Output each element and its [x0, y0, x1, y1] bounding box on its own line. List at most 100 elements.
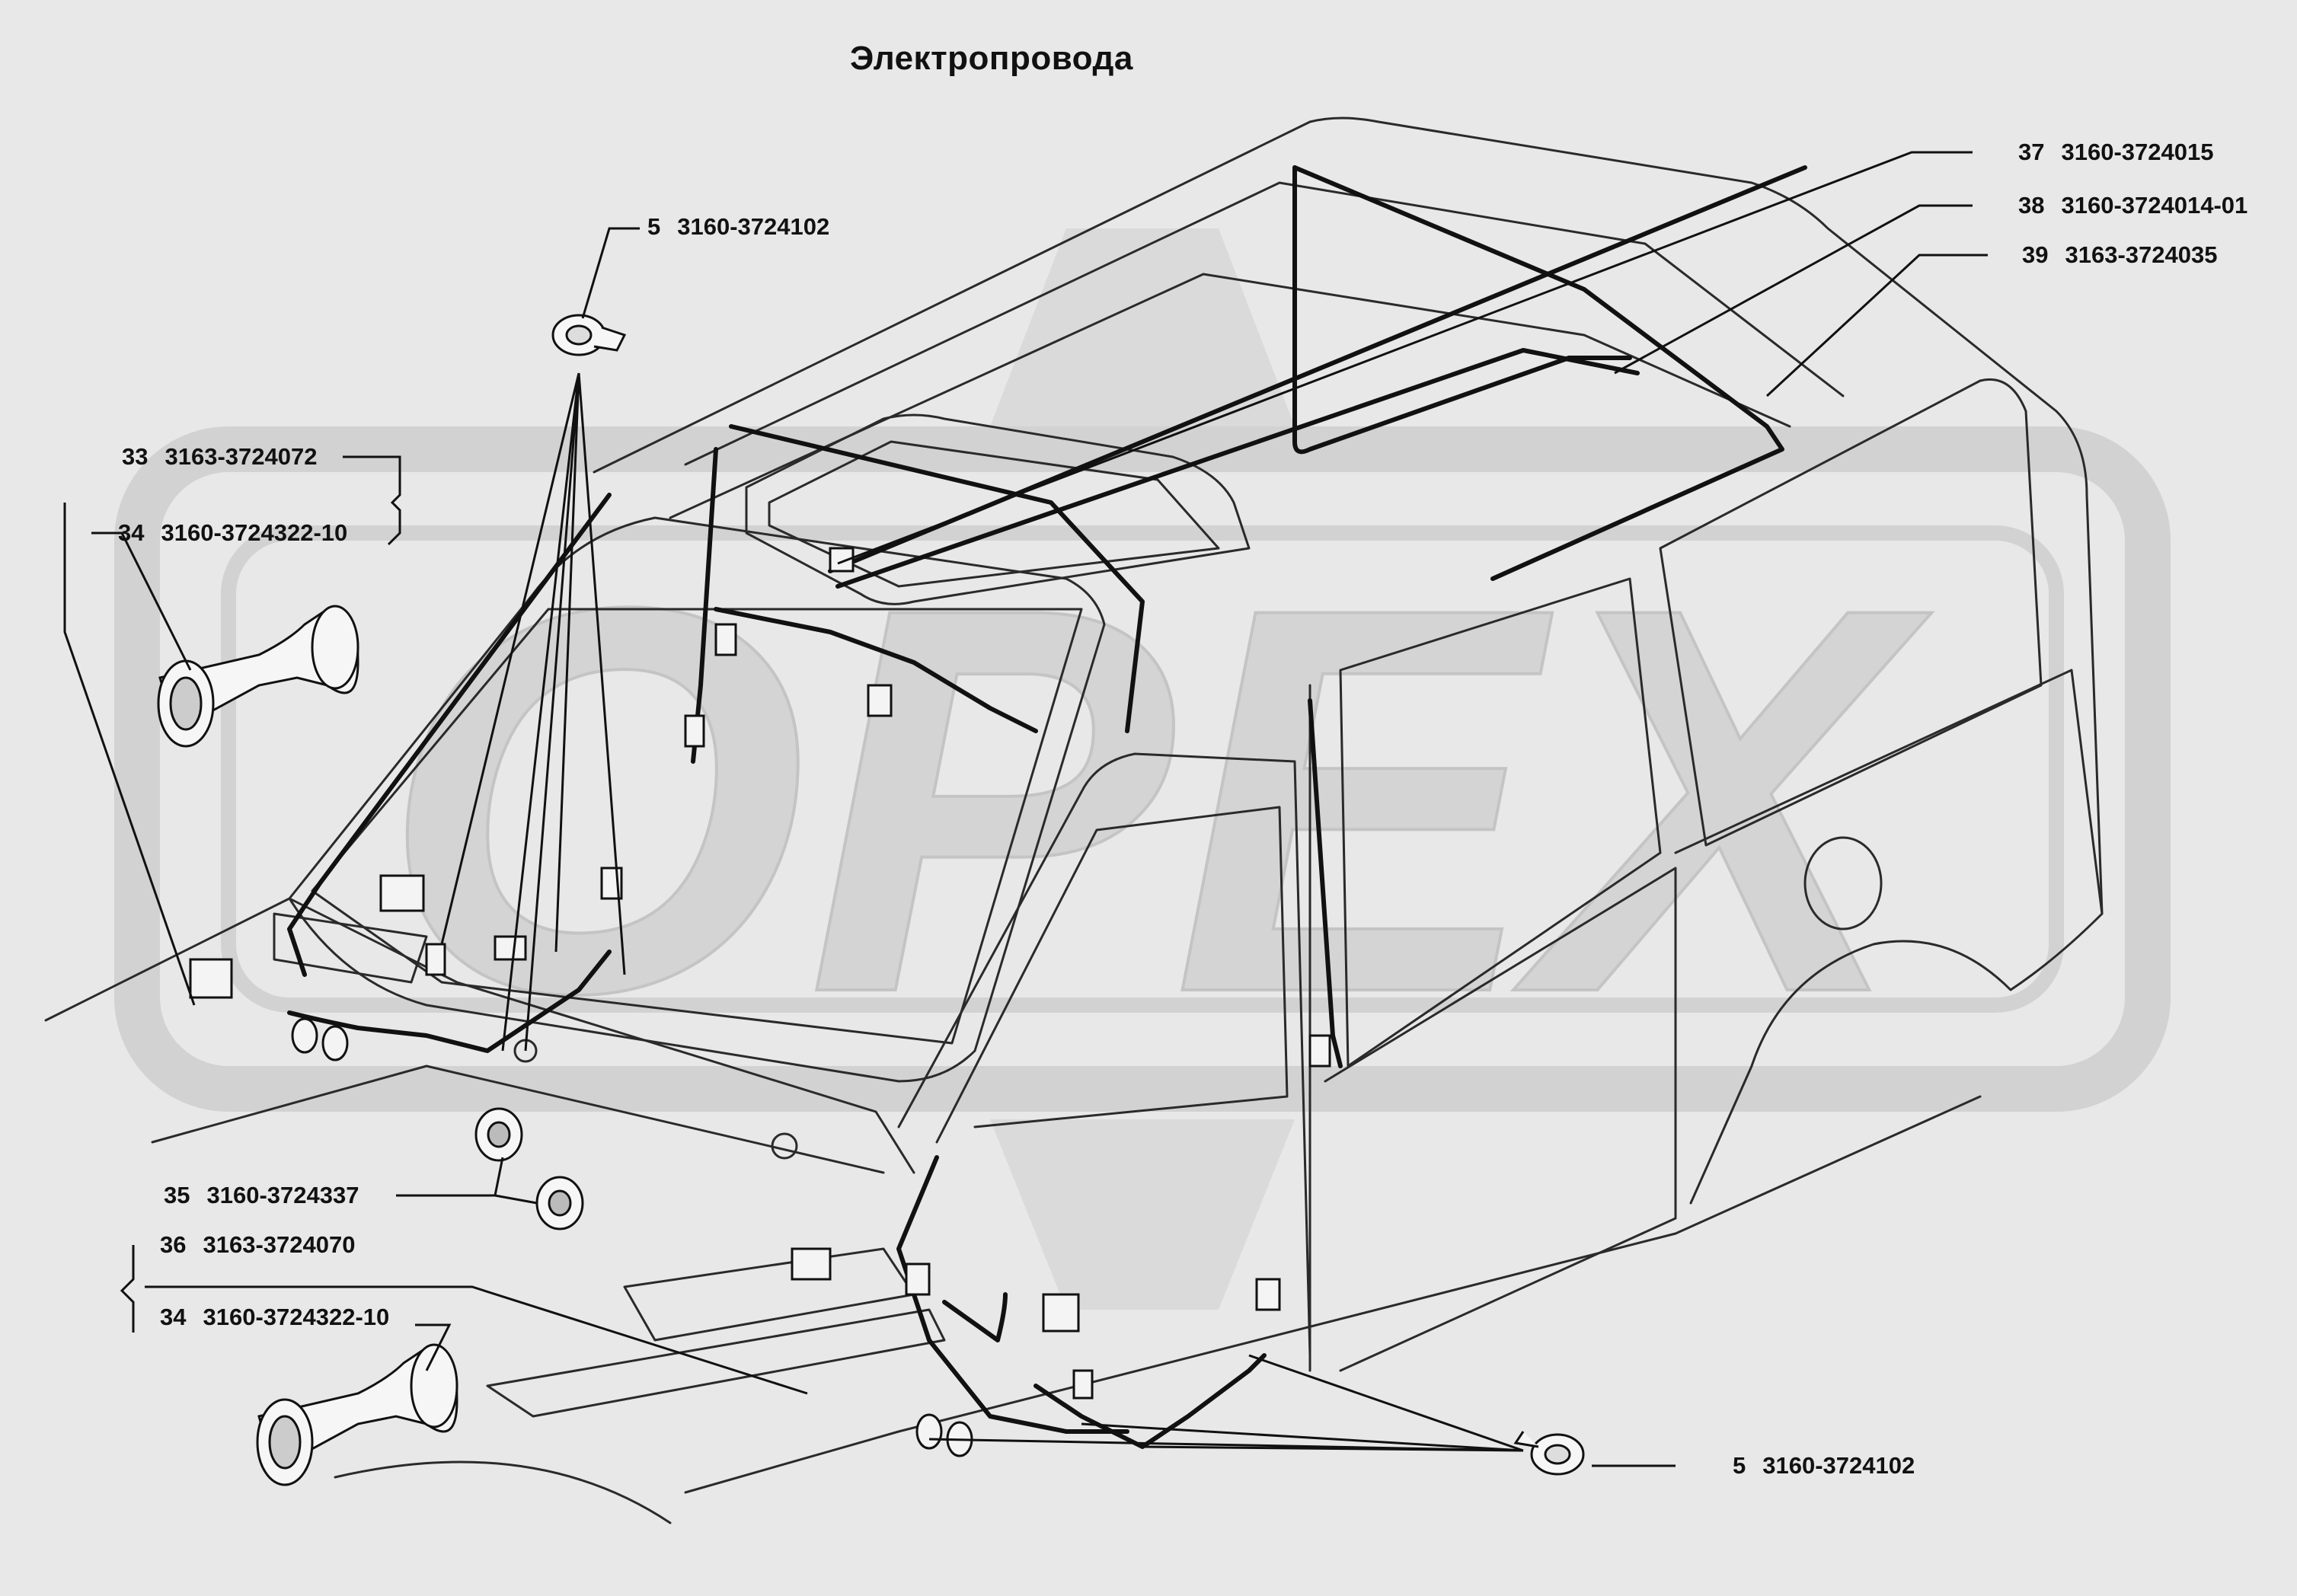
leader-39	[1765, 254, 1988, 397]
rear-door-window	[1339, 577, 1662, 1068]
grommet-35	[474, 1107, 584, 1231]
leader-34-top	[91, 531, 192, 671]
loose-parts	[157, 314, 1585, 1486]
leader-36	[145, 1285, 808, 1395]
rear-quarter-panel	[1674, 669, 2104, 1205]
callout-number: 5	[647, 213, 661, 240]
connector-k	[1072, 1369, 1094, 1400]
callout-number: 38	[2018, 192, 2045, 219]
leader-35	[396, 1157, 538, 1205]
hood-line	[44, 897, 915, 1174]
leader-5-top-rays	[440, 372, 626, 1052]
callout-number: 5	[1733, 1452, 1746, 1479]
diagram-title: Электропровода	[850, 40, 1133, 77]
callout-38: 38 3160-3724014-01	[2018, 192, 2247, 219]
callout-number: 35	[164, 1182, 190, 1208]
roof-outline	[593, 117, 2104, 915]
b-pillar-harness	[1308, 698, 1343, 1068]
callout-part-number: 3160-3724102	[677, 213, 830, 240]
callout-39: 39 3163-3724035	[2022, 241, 2217, 269]
connector-e	[714, 623, 737, 656]
watermark: OPEX	[114, 228, 2171, 1310]
callout-number: 36	[160, 1231, 187, 1258]
harness-38-frame	[1292, 165, 1632, 455]
bracket-33-34	[343, 455, 401, 546]
windshield-inner	[311, 608, 1083, 1045]
callout-34-bottom: 34 3160-3724322-10	[160, 1304, 389, 1331]
components	[189, 547, 1331, 1457]
boot-34-top	[157, 605, 359, 748]
grommet-floor-1	[915, 1413, 943, 1450]
callout-part-number: 3163-3724070	[203, 1231, 356, 1258]
callout-part-number: 3160-3724015	[2061, 139, 2214, 165]
cowl-grille	[273, 912, 428, 984]
connector-m	[905, 1262, 931, 1296]
clamp-5-bottom	[1513, 1431, 1585, 1476]
watermark-chevron-top	[990, 228, 1295, 426]
connector-b	[425, 943, 446, 976]
callout-part-number: 3163-3724072	[165, 443, 318, 470]
front-door-frame	[897, 752, 1311, 1357]
clamp-5-top	[551, 314, 627, 356]
windshield	[288, 516, 1106, 1083]
roof-inner-2	[669, 273, 1791, 519]
callout-part-number: 3163-3724035	[2065, 241, 2218, 268]
bracket-36-34	[120, 1245, 135, 1333]
callout-part-number: 3160-3724337	[206, 1182, 359, 1208]
boot-34-bottom	[256, 1343, 458, 1486]
grommet-cowl-1	[291, 1017, 318, 1054]
grommet-cowl-2	[321, 1025, 349, 1061]
floor-tunnel	[623, 1247, 915, 1342]
roof-front-harness	[729, 424, 1145, 733]
rocker-panel	[684, 1095, 1982, 1494]
leader-38	[1614, 204, 1973, 375]
connector-a	[379, 874, 425, 912]
connector-g	[867, 684, 893, 717]
callout-36: 36 3163-3724070	[160, 1231, 355, 1259]
callout-33: 33 3163-3724072	[122, 443, 317, 471]
callout-34-top: 34 3160-3724322-10	[118, 519, 347, 547]
washer-nozzle	[771, 1132, 798, 1160]
connector-l	[1255, 1278, 1281, 1311]
harness-38	[835, 348, 1640, 589]
seat-harness	[942, 1292, 1008, 1342]
watermark-frame	[114, 426, 2171, 1112]
leader-5-top	[581, 227, 640, 319]
leader-34-bottom	[415, 1323, 452, 1371]
rear-quarter-window	[1659, 378, 2043, 847]
callout-part-number: 3160-3724102	[1762, 1452, 1915, 1479]
sunroof	[745, 413, 1251, 605]
wiring-harnesses	[287, 165, 1807, 1449]
leader-37	[837, 151, 1973, 565]
rear-door	[1324, 867, 1677, 1372]
leader-5-bottom-rays	[928, 1354, 1524, 1452]
callout-part-number: 3160-3724322-10	[203, 1304, 390, 1330]
fuel-filler	[1803, 836, 1883, 930]
front-door-window	[935, 806, 1289, 1144]
roof-lamp-harness	[714, 607, 1038, 733]
sunroof-inner	[768, 440, 1220, 588]
callout-part-number: 3160-3724014-01	[2061, 192, 2248, 219]
hood-line-2	[151, 1065, 885, 1174]
leader-lines	[63, 151, 1988, 1467]
front-wheel-arch	[334, 1460, 672, 1524]
cowl-harness	[287, 950, 612, 1053]
roof-inner	[684, 181, 1845, 466]
callout-part-number: 3160-3724322-10	[161, 519, 348, 546]
callout-number: 39	[2022, 241, 2049, 268]
floor-harness	[896, 1155, 1129, 1434]
callout-number: 34	[160, 1304, 187, 1330]
relay-box	[791, 1247, 832, 1281]
callout-number: 33	[122, 443, 149, 470]
floor-sill	[486, 1308, 946, 1418]
headlamp-connector	[189, 958, 233, 999]
vehicle-body	[44, 117, 2104, 1524]
callout-number: 34	[118, 519, 145, 546]
connector-j	[1042, 1293, 1080, 1333]
watermark-chevron-bottom	[990, 1119, 1295, 1310]
callout-5-bottom: 5 3160-3724102	[1733, 1452, 1915, 1479]
watermark-inner-frame	[221, 525, 2064, 1013]
callout-number: 37	[2018, 139, 2045, 165]
